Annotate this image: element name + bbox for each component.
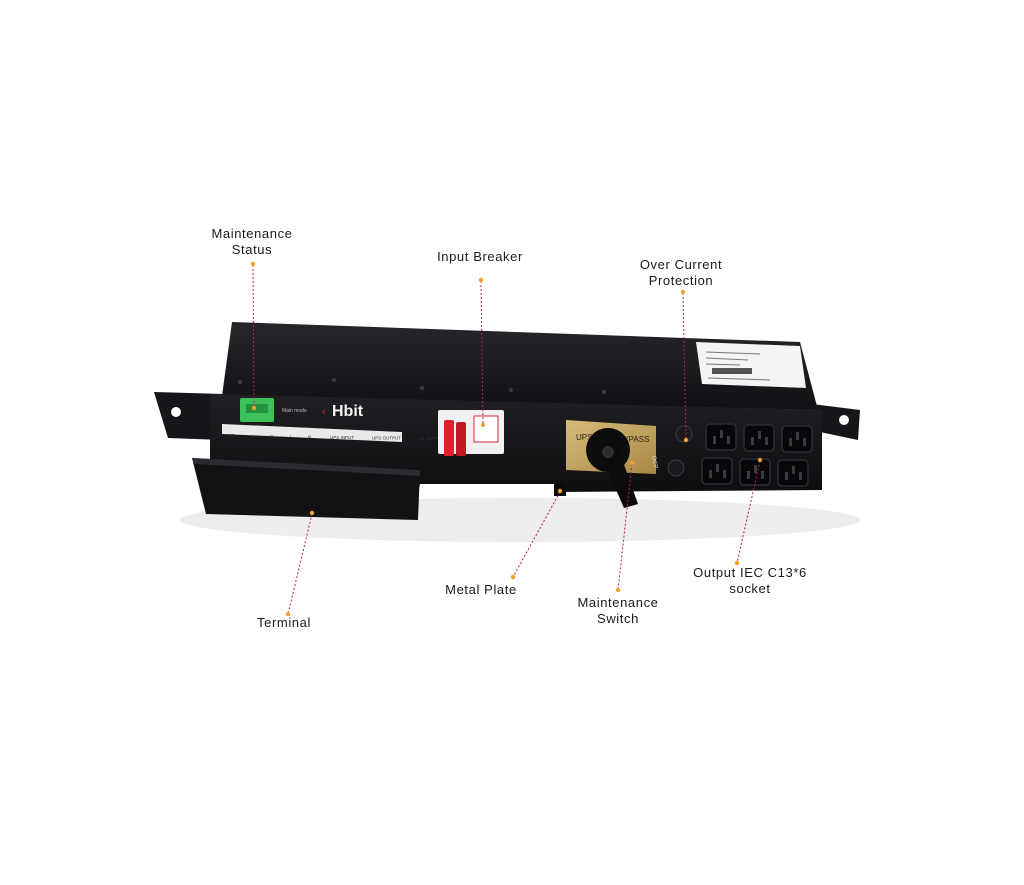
rack-ear-left-hole [171, 407, 181, 417]
callout-over-current-line2: Protection [648, 273, 714, 288]
callout-maintenance-status: Maintenance Status [196, 226, 308, 258]
callout-output-socket-line1: Output IEC C13*6 [693, 565, 807, 580]
terminal-label: N [270, 434, 273, 439]
switch-label-ups: UPS [576, 433, 592, 442]
terminal-labels: PE L N L N UPS INPUT UPS OUTPUT AC OUTPUT [228, 433, 444, 441]
rack-ear-left [154, 392, 224, 440]
terminal-label: PE [228, 433, 234, 438]
callout-input-breaker: Input Breaker [424, 249, 536, 265]
terminal-label: UPS OUTPUT [372, 435, 401, 440]
ocp-button-2 [667, 459, 685, 477]
terminal-cover [192, 458, 420, 520]
callout-metal-plate: Metal Plate [431, 582, 531, 598]
leader-lines [252, 264, 761, 615]
small-print-main-mode: Main mode [282, 408, 307, 414]
breaker-label [473, 415, 499, 443]
callout-terminal-text: Terminal [257, 615, 311, 630]
terminal-label: L [252, 433, 255, 438]
terminal-label: AC OUTPUT [418, 436, 444, 441]
callout-maintenance-switch-line1: Maintenance [577, 595, 659, 610]
terminal-label-strip [222, 424, 402, 442]
switch-label-bypass: BYPASS [618, 435, 649, 444]
iec-c13-socket [777, 459, 809, 487]
green-connector-slot [246, 404, 268, 413]
brand-logo: Hbit [332, 403, 364, 420]
callout-over-current: Over Current Protection [625, 257, 737, 289]
callout-maintenance-status-line1: Maintenance [211, 226, 293, 241]
terminal-label: N [308, 435, 311, 440]
rack-ear-right [812, 404, 860, 440]
terminal-label: L [290, 434, 293, 439]
rotary-switch-handle [596, 442, 638, 508]
callout-output-socket: Output IEC C13*6 socket [680, 565, 820, 597]
switch-hub [602, 446, 614, 458]
iec-c13-socket [743, 424, 775, 452]
product-label-lines [705, 351, 771, 381]
callout-maintenance-switch: Maintenance Switch [560, 595, 676, 627]
chassis-screws [238, 378, 606, 394]
iec-c13-socket [705, 423, 737, 451]
product-label [696, 342, 806, 388]
callout-maintenance-switch-line2: Switch [597, 611, 639, 626]
callout-over-current-line1: Over Current [639, 257, 723, 272]
iec-c13-socket [701, 457, 733, 485]
ocp-button-1 [675, 425, 693, 443]
iec-c13-socket [781, 425, 813, 453]
callout-input-breaker-text: Input Breaker [437, 249, 523, 264]
callout-maintenance-status-line2: Status [231, 242, 273, 257]
terminal-label: UPS INPUT [330, 435, 354, 440]
callout-terminal: Terminal [234, 615, 334, 631]
chassis-top [222, 322, 818, 410]
brand-logo-mark: ‹ [322, 406, 326, 418]
marker-dots [250, 261, 763, 617]
terminal-cover-edge [192, 458, 420, 476]
rack-ear-right-hole [839, 415, 849, 425]
ocp-label: OCP [650, 455, 658, 469]
callout-metal-plate-text: Metal Plate [445, 582, 517, 597]
breaker-toggle-1 [444, 420, 454, 456]
breaker-toggle-2 [456, 422, 466, 456]
callout-output-socket-line2: socket [729, 581, 771, 596]
